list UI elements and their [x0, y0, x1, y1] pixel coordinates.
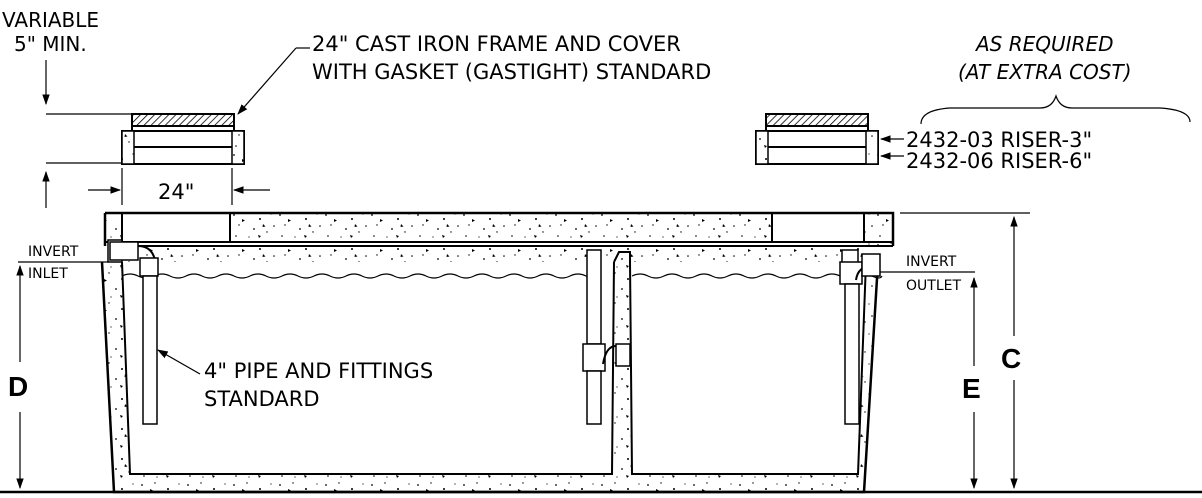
dimension-e-label: E	[962, 373, 981, 404]
frame-cover-leader	[237, 47, 310, 115]
baffle-pipe-assembly	[582, 249, 631, 425]
as-required-label: AS REQUIRED	[974, 32, 1113, 56]
riser-brace	[920, 94, 1191, 125]
dimension-c	[900, 212, 1030, 490]
dimension-24	[88, 168, 270, 205]
pipe-fittings-callout-line1: 4" PIPE AND FITTINGS	[204, 359, 433, 383]
riser-arrows	[879, 135, 904, 160]
water-level-left	[121, 273, 599, 279]
min-5-label: 5" MIN.	[14, 32, 87, 56]
invert-outlet-label-top: INVERT	[906, 254, 957, 270]
inlet-pipe-assembly	[107, 239, 159, 425]
variable-label: VARIABLE	[2, 8, 99, 32]
invert-inlet-label-bottom: INLET	[28, 266, 68, 282]
frame-and-cover-right	[755, 113, 879, 165]
invert-inlet-label-top: INVERT	[28, 244, 79, 260]
outlet-pipe-assembly	[839, 249, 881, 425]
dimension-c-label: C	[1001, 343, 1021, 374]
invert-outlet-label-bottom: OUTLET	[906, 278, 961, 294]
riser-6-label: 2432-06 RISER-6"	[906, 149, 1092, 173]
pipe-fittings-leader	[157, 349, 201, 375]
extra-cost-label: (AT EXTRA COST)	[958, 60, 1132, 84]
septic-tank	[0, 211, 1202, 494]
frame-cover-callout-line2: WITH GASKET (GASTIGHT) STANDARD	[312, 60, 711, 84]
riser-3-label: 2432-03 RISER-3"	[906, 128, 1092, 152]
pipe-fittings-callout-line2: STANDARD	[204, 387, 320, 411]
dimension-24-label: 24"	[158, 180, 194, 204]
frame-cover-callout-line1: 24" CAST IRON FRAME AND COVER	[312, 32, 681, 56]
dimension-d-label: D	[8, 371, 28, 402]
frame-and-cover-left	[121, 113, 245, 165]
